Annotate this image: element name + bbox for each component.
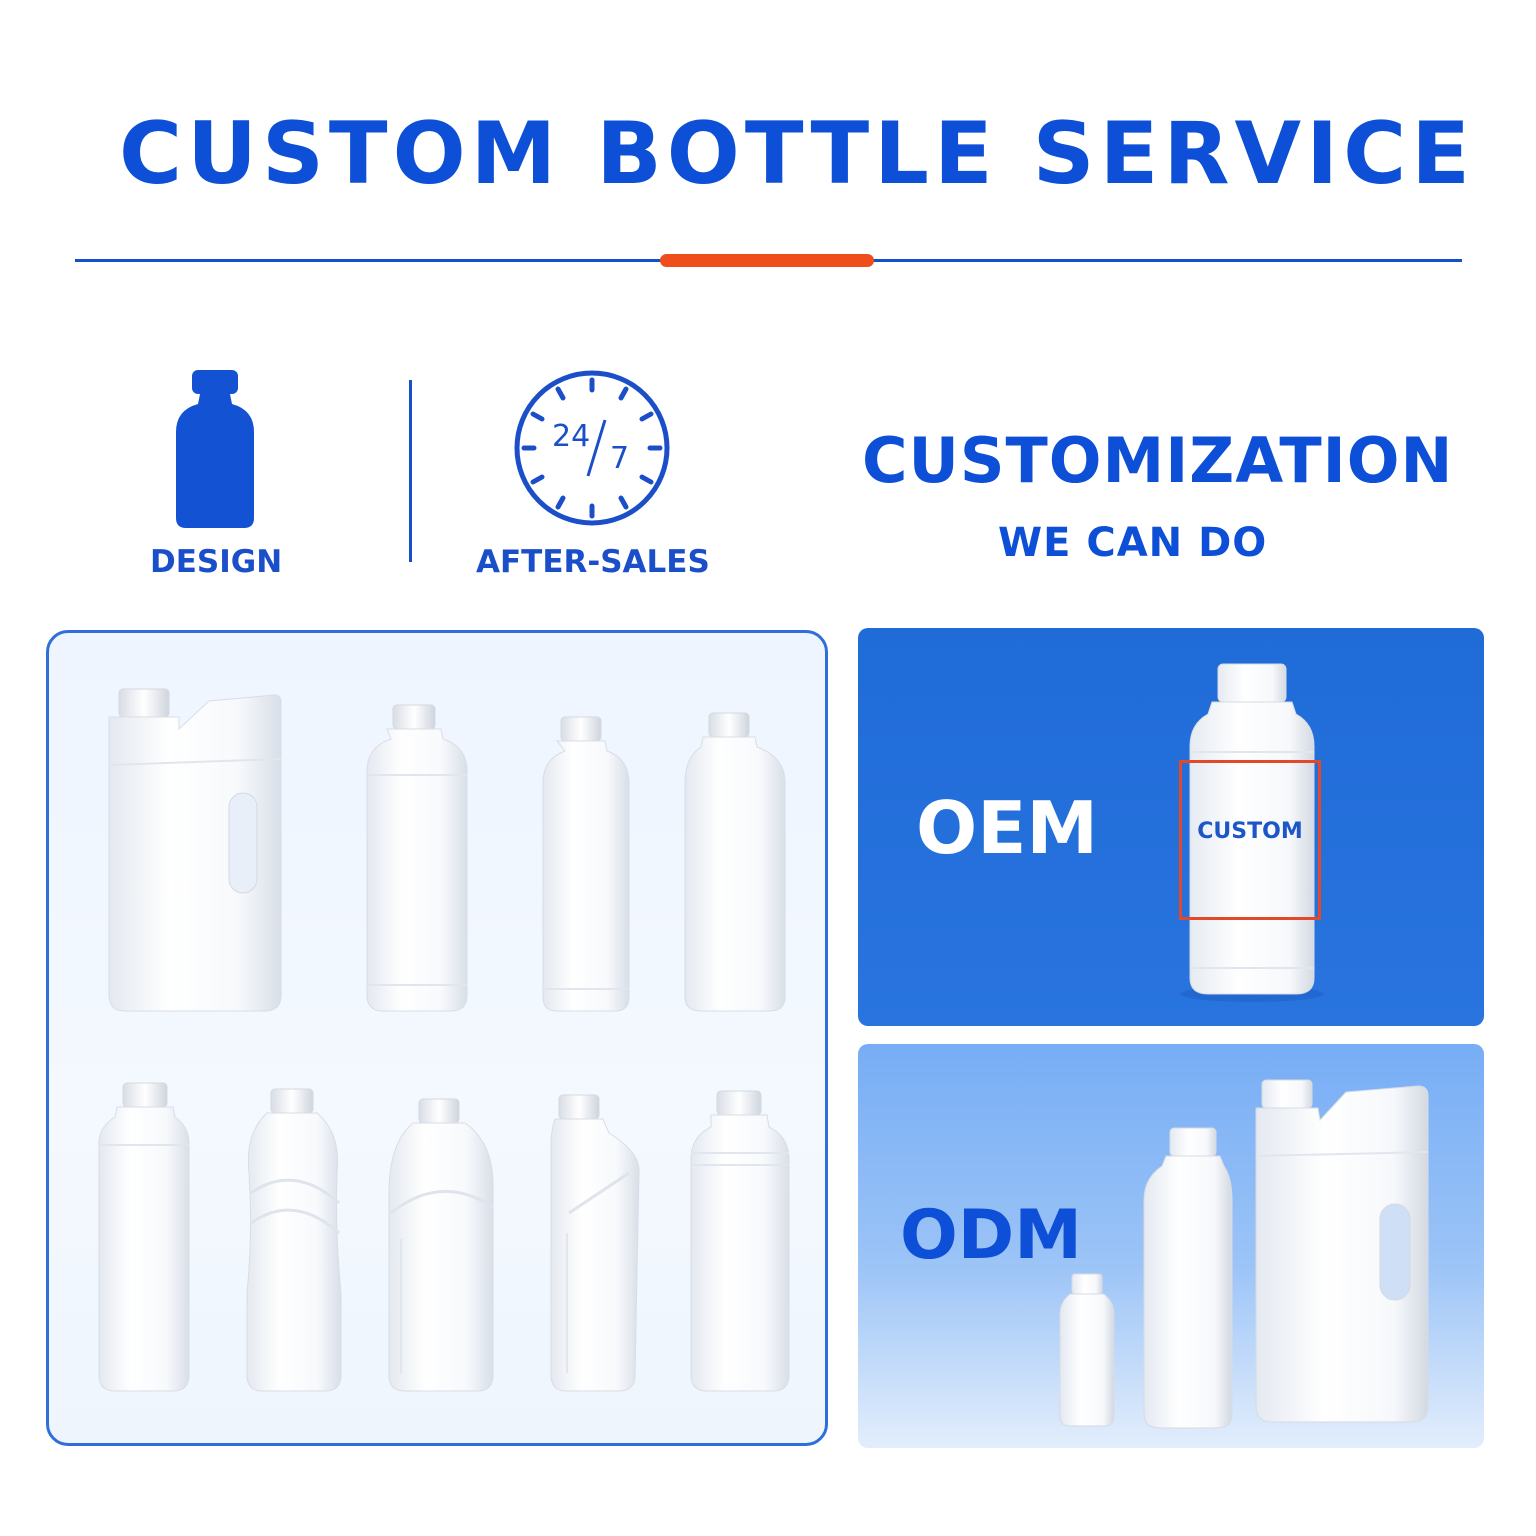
title-divider-accent: [660, 254, 874, 267]
customization-title: CUSTOMIZATION: [862, 424, 1454, 497]
bottle-icon: [176, 370, 254, 528]
shaped-bottle-6: [246, 1088, 342, 1392]
round-bottle-9: [690, 1090, 790, 1392]
odm-jerrycan: [1255, 1079, 1429, 1423]
odm-bottles-graphic: [1059, 1079, 1429, 1429]
custom-label-text: CUSTOM: [1197, 819, 1303, 844]
jerrycan-bottle-1: [108, 688, 282, 1012]
round-bottle-4: [684, 712, 786, 1012]
clock-days-text: 7: [610, 441, 629, 476]
odm-medium-bottle: [1143, 1127, 1233, 1429]
round-bottle-3: [542, 716, 630, 1012]
odm-small-bottle: [1059, 1273, 1115, 1427]
bottle-catalog-panel: [46, 630, 828, 1446]
after-sales-label: AFTER-SALES: [476, 544, 710, 580]
oem-panel: OEM CUSTOM: [858, 628, 1484, 1026]
bottle-catalog-graphic: [98, 688, 790, 1392]
oem-label: OEM: [916, 786, 1099, 870]
clock-hours-text: 24: [552, 419, 590, 454]
feature-separator: [409, 380, 412, 562]
round-bottle-5: [98, 1082, 190, 1392]
oem-bottle-graphic: [1180, 663, 1324, 1002]
page-title: CUSTOM BOTTLE SERVICE: [119, 104, 1475, 204]
shaped-bottle-8: [550, 1094, 640, 1392]
odm-panel: ODM: [858, 1044, 1484, 1448]
clock-24-7-icon: 24 7: [514, 370, 670, 526]
round-bottle-2: [366, 704, 468, 1012]
odm-label: ODM: [900, 1196, 1082, 1275]
shaped-bottle-7: [388, 1098, 494, 1392]
customization-subtitle: WE CAN DO: [998, 520, 1268, 566]
design-label: DESIGN: [150, 544, 283, 580]
custom-label-box: CUSTOM: [1179, 760, 1321, 920]
